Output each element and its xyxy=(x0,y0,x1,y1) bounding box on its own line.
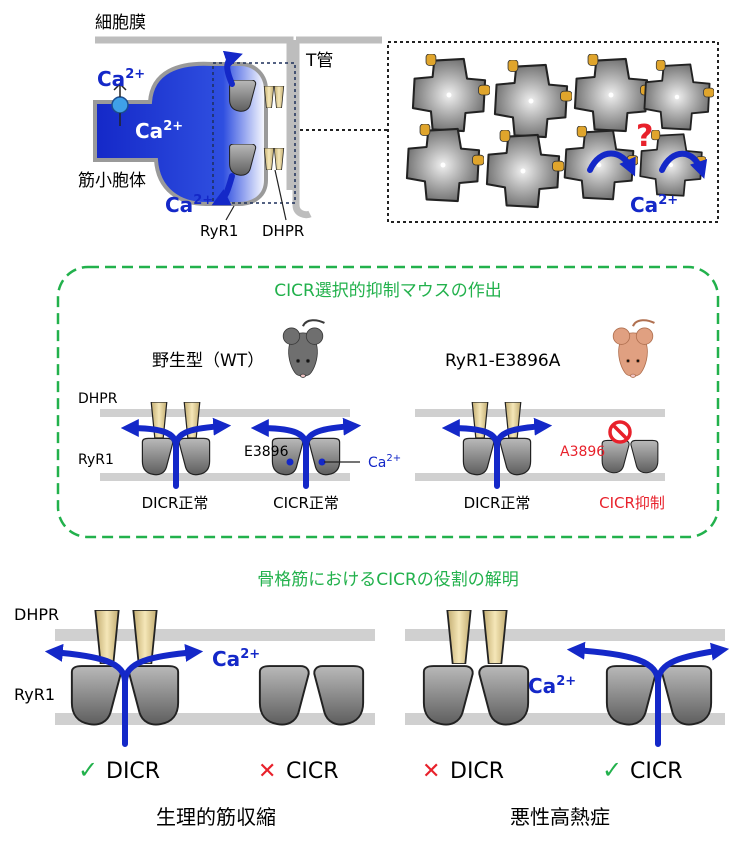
wt-title: 野生型（WT） xyxy=(152,351,264,371)
right-dicr-label: DICR xyxy=(450,759,504,784)
wt-cicr-label: CICR正常 xyxy=(273,494,339,512)
right-cicr-label: CICR xyxy=(630,759,683,784)
wt-dicr-label: DICR正常 xyxy=(142,494,209,512)
top-panel: 細胞膜 T管 Ca2+ 筋小胞体 Ca2+ Ca2+ RyR1 DHPR xyxy=(78,13,719,240)
right-ca-label: Ca2+ xyxy=(528,674,576,698)
t-tubule xyxy=(292,40,312,219)
tetramer-ca-arrow-right xyxy=(659,150,708,179)
wt-mouse-icon xyxy=(282,319,326,379)
right-dicr-cross-icon: ✕ xyxy=(422,759,440,784)
left-caption: 生理的筋収縮 xyxy=(156,805,276,829)
role-panel: 骨格筋におけるCICRの役割の解明 DHPR RyR1 Ca2+ xyxy=(14,570,730,829)
ryr1-label-top: RyR1 xyxy=(200,222,238,240)
left-cicr-cross-icon: ✕ xyxy=(258,759,276,784)
cell-membrane-label: 細胞膜 xyxy=(95,13,146,33)
ryr1-label-mid: RyR1 xyxy=(78,452,114,468)
highlight-box xyxy=(212,62,296,204)
wt-cicr-channel xyxy=(250,417,362,489)
t-tubule-label: T管 xyxy=(305,51,333,71)
left-dicr-label: DICR xyxy=(106,759,160,784)
pump-ca-label: Ca2+ xyxy=(97,67,145,91)
sr-ca-label: Ca2+ xyxy=(135,119,183,143)
tetramer-ca-label: Ca2+ xyxy=(630,193,678,217)
wt-dicr-channel xyxy=(120,402,232,489)
right-dicr-channel xyxy=(422,610,530,726)
mut-cicr-channel xyxy=(601,439,659,474)
pump-arrow-icon xyxy=(113,82,127,126)
mut-dicr-label: DICR正常 xyxy=(464,494,531,512)
a3896-label: A3896 xyxy=(560,444,605,460)
sr-label: 筋小胞体 xyxy=(78,171,146,191)
right-cicr-channel xyxy=(566,641,730,747)
release-ca-label: Ca2+ xyxy=(165,193,213,217)
block-icon xyxy=(608,420,632,444)
e3896-label: E3896 xyxy=(244,444,289,460)
tetramer-ca-arrow-left xyxy=(587,150,636,177)
left-cicr-label: CICR xyxy=(286,759,339,784)
pump-icon xyxy=(111,96,129,114)
mutant-mouse-icon xyxy=(612,319,656,379)
mut-dicr-channel xyxy=(441,402,553,489)
wt-ca-label: Ca2+ xyxy=(368,453,401,471)
sarcoplasmic-reticulum xyxy=(93,61,268,206)
ryr1-label-bottom: RyR1 xyxy=(14,685,55,704)
right-cicr-check-icon: ✓ xyxy=(602,756,622,784)
mut-title: RyR1-E3896A xyxy=(445,351,561,371)
mouse-panel: CICR選択的抑制マウスの作出 野生型（WT） RyR1-E3896A DHPR… xyxy=(56,265,720,539)
mouse-panel-title: CICR選択的抑制マウスの作出 xyxy=(274,281,502,301)
left-dicr-channel xyxy=(44,610,204,747)
dhpr-label-top: DHPR xyxy=(262,222,304,240)
cell-membrane xyxy=(95,36,294,190)
right-caption: 悪性高熱症 xyxy=(510,805,610,829)
question-mark-icon: ? xyxy=(636,119,653,154)
ca-release-arrow-top xyxy=(222,50,243,87)
mut-cicr-label: CICR抑制 xyxy=(599,494,665,512)
mouse-panel-frame xyxy=(56,265,720,539)
role-panel-title: 骨格筋におけるCICRの役割の解明 xyxy=(257,570,519,590)
ca-release-arrow-bottom xyxy=(211,173,235,206)
left-ca-label: Ca2+ xyxy=(212,647,260,671)
dhpr-label-bottom: DHPR xyxy=(14,605,59,624)
left-dicr-check-icon: ✓ xyxy=(78,756,98,784)
dhpr-label-mid: DHPR xyxy=(78,391,118,407)
